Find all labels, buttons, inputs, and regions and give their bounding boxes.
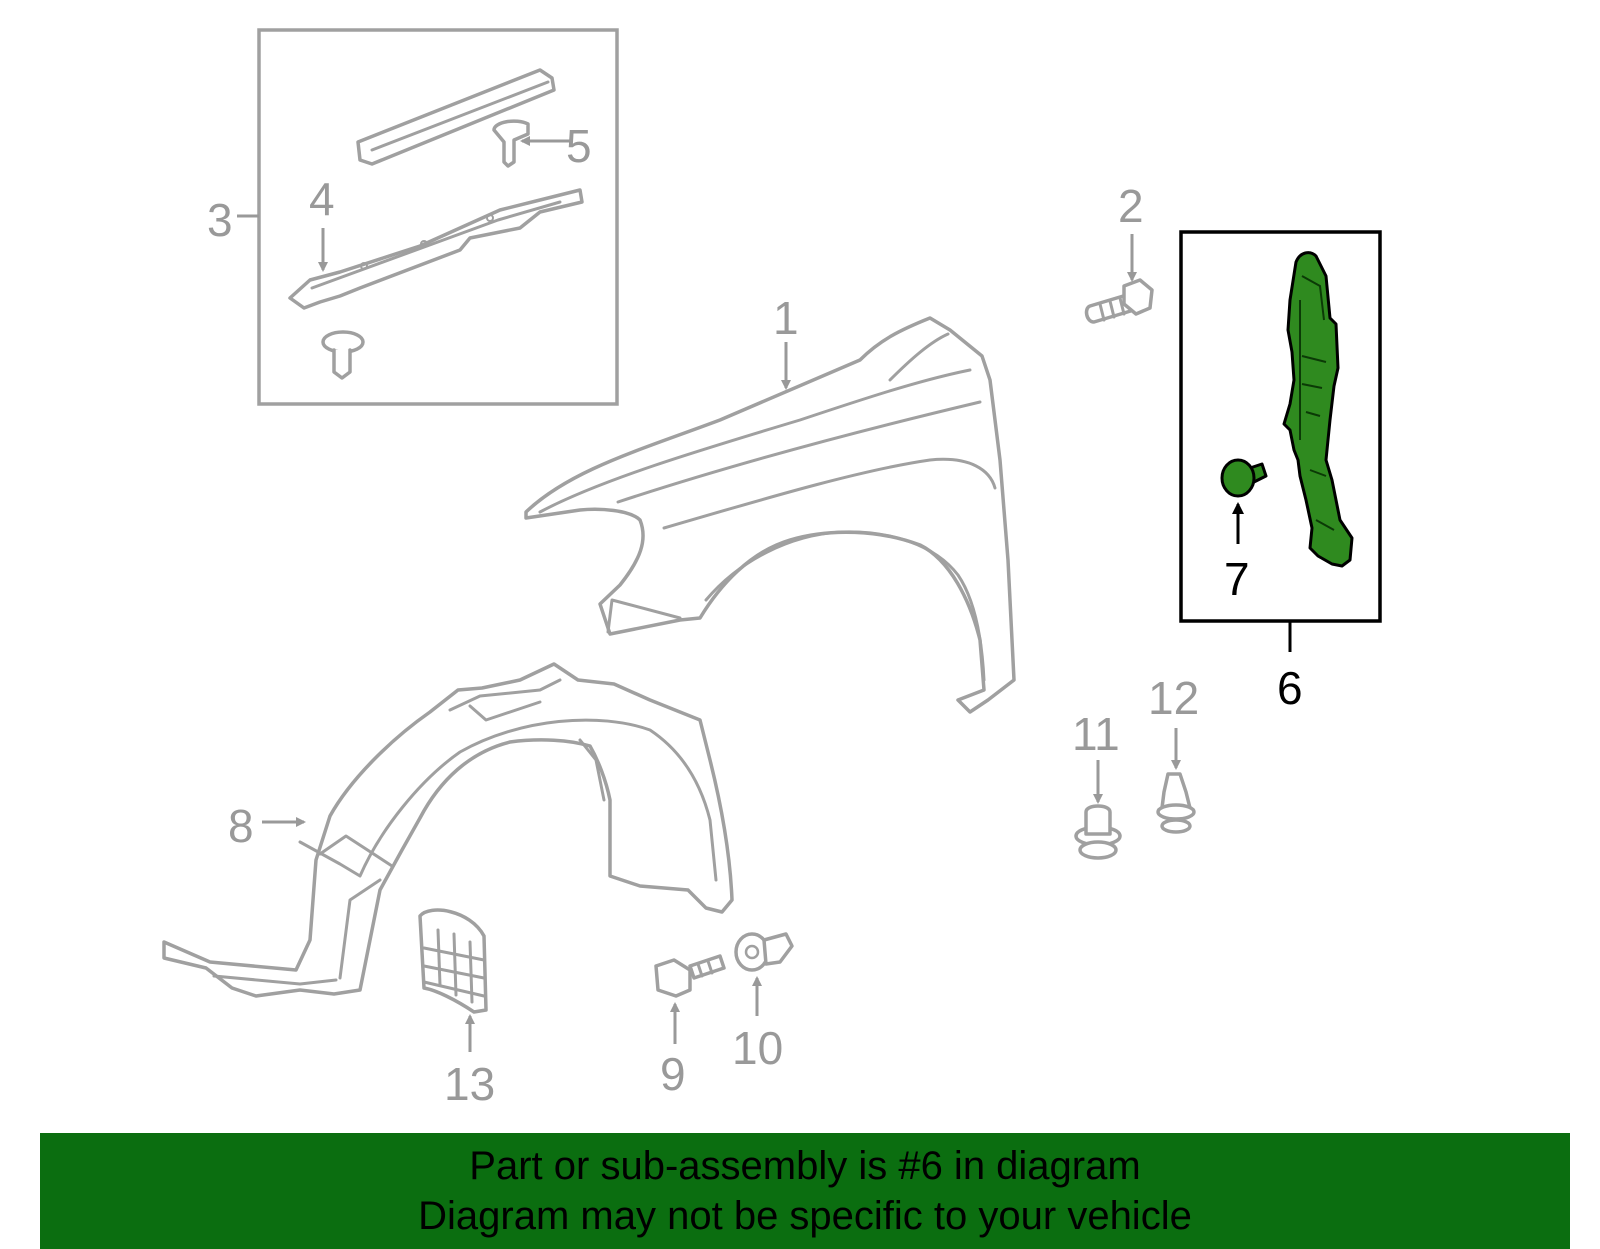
banner-line-1: Part or sub-assembly is #6 in diagram: [469, 1144, 1141, 1188]
part-7-clip-highlighted[interactable]: 7: [1220, 458, 1268, 605]
banner-line-2: Diagram may not be specific to your vehi…: [418, 1194, 1192, 1238]
callout-1[interactable]: 1: [773, 292, 799, 344]
part-4-seal[interactable]: 4: [288, 173, 584, 310]
info-banner: Part or sub-assembly is #6 in diagram Di…: [40, 1133, 1570, 1249]
part-clip-lower[interactable]: [321, 330, 365, 380]
part-10-clip[interactable]: 10: [732, 932, 794, 1074]
subassembly-box-6: 6: [1179, 230, 1382, 714]
callout-13[interactable]: 13: [444, 1058, 495, 1110]
callout-9[interactable]: 9: [660, 1048, 686, 1100]
part-5-clip[interactable]: 5: [492, 119, 592, 172]
part-9-bolt[interactable]: 9: [654, 954, 726, 1100]
part-rail-upper[interactable]: [356, 68, 556, 166]
part-1-fender[interactable]: 1: [524, 292, 1016, 714]
callout-11[interactable]: 11: [1072, 708, 1120, 760]
callout-6[interactable]: 6: [1277, 662, 1303, 714]
callout-10[interactable]: 10: [732, 1022, 783, 1074]
subassembly-box-3: 3: [207, 28, 619, 406]
part-8-fender-liner[interactable]: 8: [162, 662, 734, 998]
callout-2[interactable]: 2: [1118, 180, 1144, 232]
part-2-bolt[interactable]: 2: [1084, 180, 1154, 324]
callout-7[interactable]: 7: [1224, 553, 1250, 605]
callout-5[interactable]: 5: [566, 120, 592, 172]
callout-4[interactable]: 4: [309, 173, 335, 225]
part-6-bracket-highlighted[interactable]: [1282, 251, 1354, 568]
callout-12[interactable]: 12: [1148, 672, 1199, 724]
callout-8[interactable]: 8: [228, 800, 254, 852]
part-11-stud[interactable]: 11: [1072, 708, 1122, 860]
callout-3[interactable]: 3: [207, 194, 233, 246]
part-13-shield[interactable]: 13: [418, 908, 495, 1110]
part-12-push-clip[interactable]: 12: [1148, 672, 1199, 834]
